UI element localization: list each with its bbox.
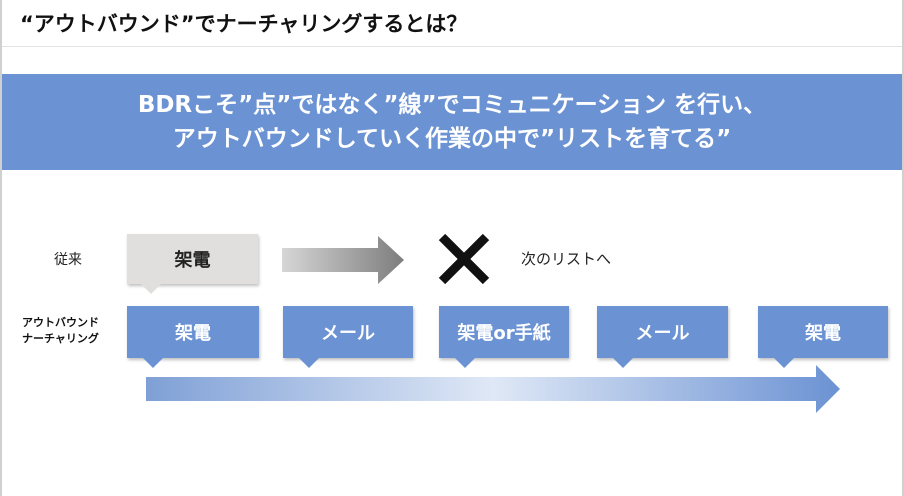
outbound-nurturing-label: アウトバウンド ナーチャリング	[22, 315, 99, 347]
gray-arrow-icon	[282, 236, 404, 284]
banner-line-2: アウトバウンドしていく作業の中で”リストを育てる”	[172, 126, 732, 152]
step-box-4: メール	[597, 306, 728, 368]
slide-border-left	[0, 0, 2, 496]
slide-border-right	[902, 0, 904, 496]
banner-line-1: BDRこそ”点”ではなく”線”でコミュニケーション を行い、	[137, 92, 767, 118]
page-title: “アウトバウンド”でナーチャリングするとは？	[20, 12, 468, 36]
headline-banner: BDRこそ”点”ではなく”線”でコミュニケーション を行い、 アウトバウンドして…	[2, 74, 902, 170]
outbound-label-line-2: ナーチャリング	[22, 332, 99, 345]
conventional-label: 従来	[54, 252, 82, 268]
progress-arrow-icon	[146, 365, 840, 413]
step-box-2: メール	[283, 306, 413, 368]
step-box-1: 架電	[127, 306, 259, 368]
step-box-5: 架電	[758, 306, 888, 368]
step-box-3: 架電or手紙	[439, 306, 569, 368]
next-list-text: 次のリストへ	[521, 250, 612, 268]
cross-icon	[438, 233, 490, 285]
conventional-call-box: 架電	[127, 234, 258, 294]
title-divider	[2, 46, 902, 47]
outbound-label-line-1: アウトバウンド	[22, 316, 99, 329]
